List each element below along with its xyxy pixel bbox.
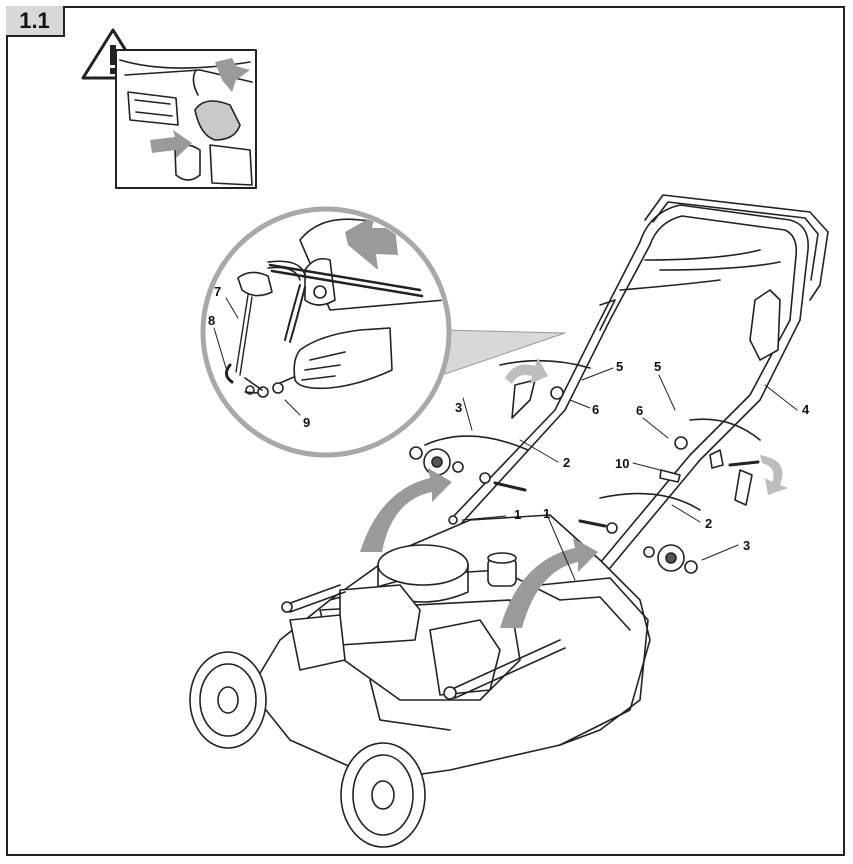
inset-arrow-1 bbox=[215, 58, 250, 92]
pull-direction-arrow bbox=[345, 215, 398, 270]
rotate-arrow-left bbox=[505, 358, 548, 384]
fold-arrow-right bbox=[500, 538, 598, 628]
detail-magnifier bbox=[200, 206, 566, 458]
callout-9: 9 bbox=[303, 415, 310, 430]
callout-3-top: 3 bbox=[455, 400, 462, 415]
callout-8: 8 bbox=[208, 313, 215, 328]
callout-labels: 1 1 2 2 3 3 4 5 5 6 6 7 8 9 10 bbox=[208, 284, 810, 553]
callout-1-left: 1 bbox=[514, 507, 521, 522]
leader-lines bbox=[213, 297, 798, 581]
figure-number: 1.1 bbox=[6, 6, 65, 37]
fold-arrow-left bbox=[360, 468, 452, 552]
callout-3-right: 3 bbox=[743, 538, 750, 553]
callout-5-right: 5 bbox=[654, 359, 661, 374]
callout-7: 7 bbox=[214, 284, 221, 299]
direction-arrows bbox=[360, 358, 788, 628]
callout-2-left: 2 bbox=[563, 455, 570, 470]
callout-6-right: 6 bbox=[636, 403, 643, 418]
callout-6-left: 6 bbox=[592, 402, 599, 417]
callout-4: 4 bbox=[802, 402, 810, 417]
warning-inset bbox=[81, 28, 257, 189]
handle-assembly bbox=[449, 194, 829, 581]
wheels bbox=[189, 651, 426, 848]
callout-2-right: 2 bbox=[705, 516, 712, 531]
callout-10: 10 bbox=[615, 456, 629, 471]
hardware bbox=[409, 359, 761, 574]
rotate-arrow-right bbox=[760, 455, 788, 495]
callout-1-right: 1 bbox=[543, 506, 550, 521]
inset-arrow-2 bbox=[150, 130, 192, 158]
callout-5-left: 5 bbox=[616, 359, 623, 374]
mower-body bbox=[249, 514, 651, 781]
